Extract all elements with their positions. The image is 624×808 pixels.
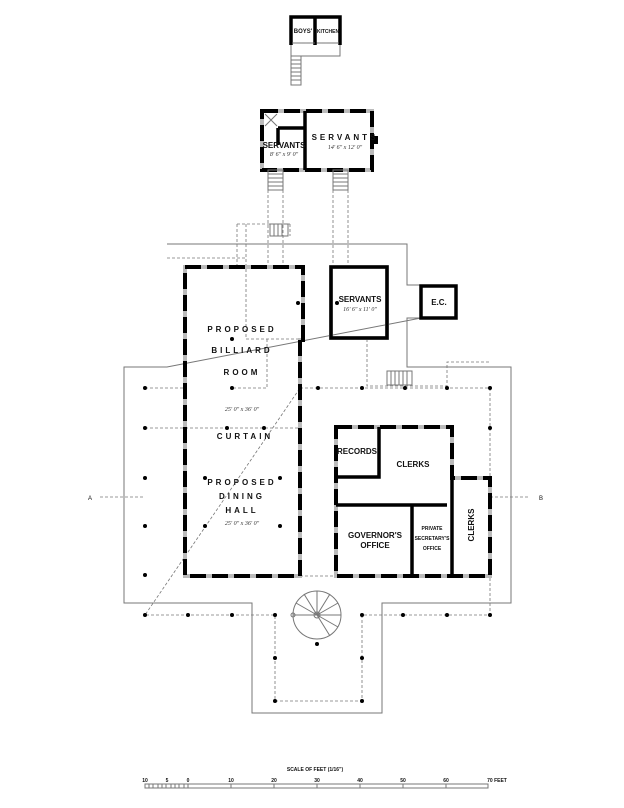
section-label-b: B <box>539 496 543 502</box>
outbuilding-servants: SERVANTS 8' 6" x 9' 0" SERVANTS 14' 6" x… <box>260 109 379 191</box>
scale-tick: 10 <box>228 778 234 784</box>
room-label-billiard-1: PROPOSED <box>207 325 276 334</box>
room-label-servants-large: SERVANTS <box>312 133 379 142</box>
veranda-edge <box>144 387 491 702</box>
ec-room: E.C. <box>419 284 458 320</box>
room-label-billiard-3: ROOM <box>224 368 261 377</box>
office-block: RECORDS CLERKS GOVERNOR'S OFFICE PRIVATE… <box>334 425 492 578</box>
rear-stairs <box>386 370 413 386</box>
scale-tick: 10 <box>142 778 148 784</box>
outbuilding-boys-kitchen: BOYS' KITCHEN <box>289 15 342 86</box>
columns <box>143 301 492 703</box>
scale-tick: 40 <box>357 778 363 784</box>
room-label-ec: E.C. <box>431 298 447 307</box>
stairs <box>267 169 349 191</box>
room-dim-servants-large: 14' 6" x 12' 0" <box>328 144 363 151</box>
room-dim-billiard: 25' 0" x 36' 0" <box>225 407 260 413</box>
stairs <box>290 55 302 86</box>
scale-tick: 0 <box>187 778 190 784</box>
scale-bar: SCALE OF FEET (1/16") 10 5 0 10 20 30 40… <box>142 767 507 789</box>
scale-tick: 5 <box>166 778 169 784</box>
room-label-clerks-2: CLERKS <box>467 508 476 542</box>
room-label-kitchen: KITCHEN <box>317 29 340 35</box>
room-label-dining-1: PROPOSED <box>207 478 276 487</box>
servants-room-mid: SERVANTS 16' 6" x 11' 0" <box>329 265 389 340</box>
scale-tick: 60 <box>443 778 449 784</box>
room-label-boys: BOYS' <box>294 29 313 35</box>
scale-title: SCALE OF FEET (1/16") <box>287 767 344 773</box>
room-label-clerks-1: CLERKS <box>397 460 431 469</box>
room-label-governor-2: OFFICE <box>360 541 390 550</box>
room-label-governor-1: GOVERNOR'S <box>348 531 403 540</box>
room-label-dining-2: DINING <box>219 492 265 501</box>
room-label-servants-mid: SERVANTS <box>339 295 382 304</box>
room-label-dining-3: HALL <box>225 506 258 515</box>
room-label-private-1: PRIVATE <box>422 526 444 532</box>
room-label-private-2: SECRETARY'S <box>415 536 450 542</box>
section-label-a: A <box>88 496 92 502</box>
room-dim-servants-mid: 16' 6" x 11' 0" <box>343 307 377 313</box>
room-dim-servants-small: 8' 6" x 9' 0" <box>270 152 299 158</box>
room-dim-dining: 25' 0" x 36' 0" <box>225 521 260 527</box>
room-label-servants-small: SERVANTS <box>263 141 306 150</box>
room-label-billiard-2: BILLIARD <box>211 346 272 355</box>
scale-tick: 20 <box>271 778 277 784</box>
spiral-staircase <box>290 590 342 640</box>
room-label-private-3: OFFICE <box>423 546 442 552</box>
scale-tick: 30 <box>314 778 320 784</box>
veranda-outline <box>123 243 512 714</box>
scale-tick: 70 FEET <box>487 778 507 784</box>
curtain-label: CURTAIN <box>217 432 273 441</box>
room-label-records: RECORDS <box>337 447 378 456</box>
main-hall-building: PROPOSED BILLIARD ROOM 25' 0" x 36' 0" C… <box>183 265 305 578</box>
scale-tick: 50 <box>400 778 406 784</box>
